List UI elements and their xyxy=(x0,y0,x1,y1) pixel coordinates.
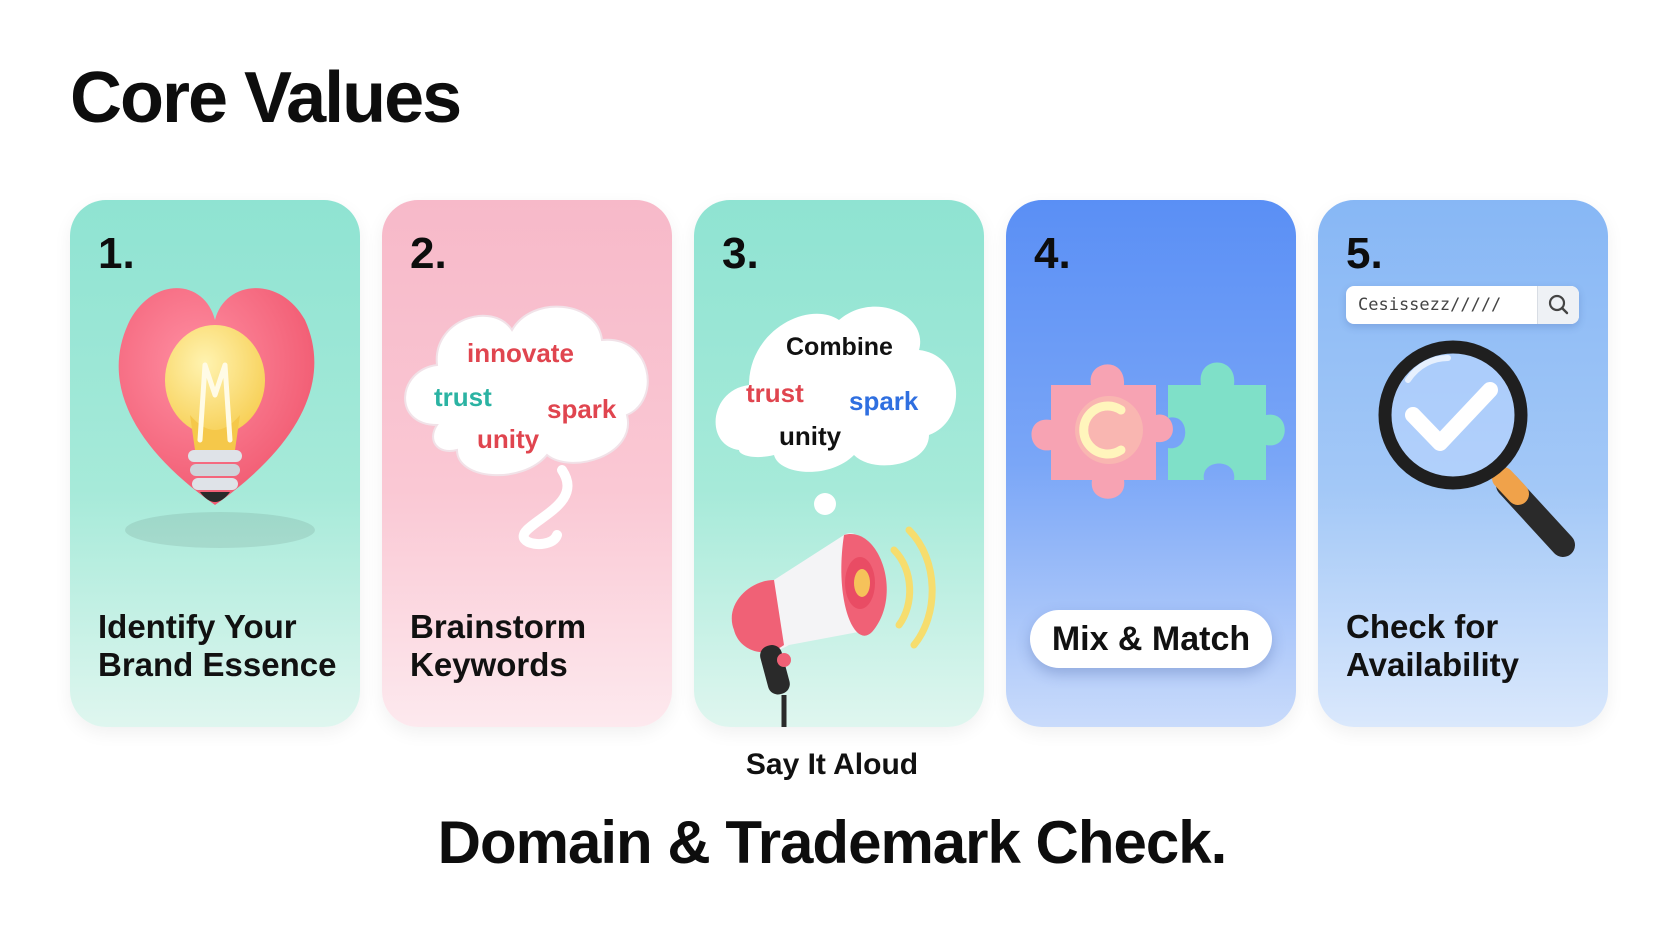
cloud-word: innovate xyxy=(467,338,574,368)
card-say-it-aloud: 3. Combine trust spark unity xyxy=(694,200,984,727)
search-text: Cesissezz///// xyxy=(1358,295,1502,315)
megaphone-icon: Combine trust spark unity xyxy=(715,306,957,727)
cloud-word: trust xyxy=(746,378,804,408)
cloud-word: spark xyxy=(547,394,617,424)
page-title: Core Values xyxy=(70,58,462,138)
domain-search-bar: Cesissezz///// xyxy=(1346,286,1579,324)
card-number: 1. xyxy=(98,229,135,278)
mix-and-match-badge: Mix & Match xyxy=(1030,610,1272,668)
footer-title: Domain & Trademark Check. xyxy=(437,809,1228,876)
heart-lightbulb-icon xyxy=(118,288,315,548)
card-mix-and-match: 4. Mix & Match xyxy=(1006,200,1296,727)
say-it-aloud-caption: Say It Aloud xyxy=(745,748,919,781)
cloud-word: Combine xyxy=(786,333,893,361)
puzzle-pieces-icon xyxy=(1031,362,1285,499)
card-number: 2. xyxy=(410,229,447,278)
card-number: 4. xyxy=(1034,229,1071,278)
card-number: 5. xyxy=(1346,229,1383,278)
card-label: Identify Your Brand Essence xyxy=(98,608,337,683)
search-button xyxy=(1537,286,1579,324)
card-brainstorm-keywords: 2. innovate trust spark unity Brainstorm… xyxy=(382,200,672,727)
card-check-availability: 5. Cesissezz///// Check for Availability xyxy=(1318,200,1608,727)
card-identify-brand-essence: 1. Identify Your Brand Essence xyxy=(70,200,360,727)
card-label: Check for Availability xyxy=(1346,608,1520,683)
card-label: Brainstorm Keywords xyxy=(410,608,587,683)
card-number: 3. xyxy=(722,229,759,278)
cloud-word: unity xyxy=(779,421,842,451)
cloud-word: spark xyxy=(849,386,919,416)
cloud-word: unity xyxy=(477,424,540,454)
search-icon xyxy=(1548,294,1569,315)
thought-cloud-icon: innovate trust spark unity xyxy=(404,305,649,550)
cloud-word: trust xyxy=(434,382,492,412)
